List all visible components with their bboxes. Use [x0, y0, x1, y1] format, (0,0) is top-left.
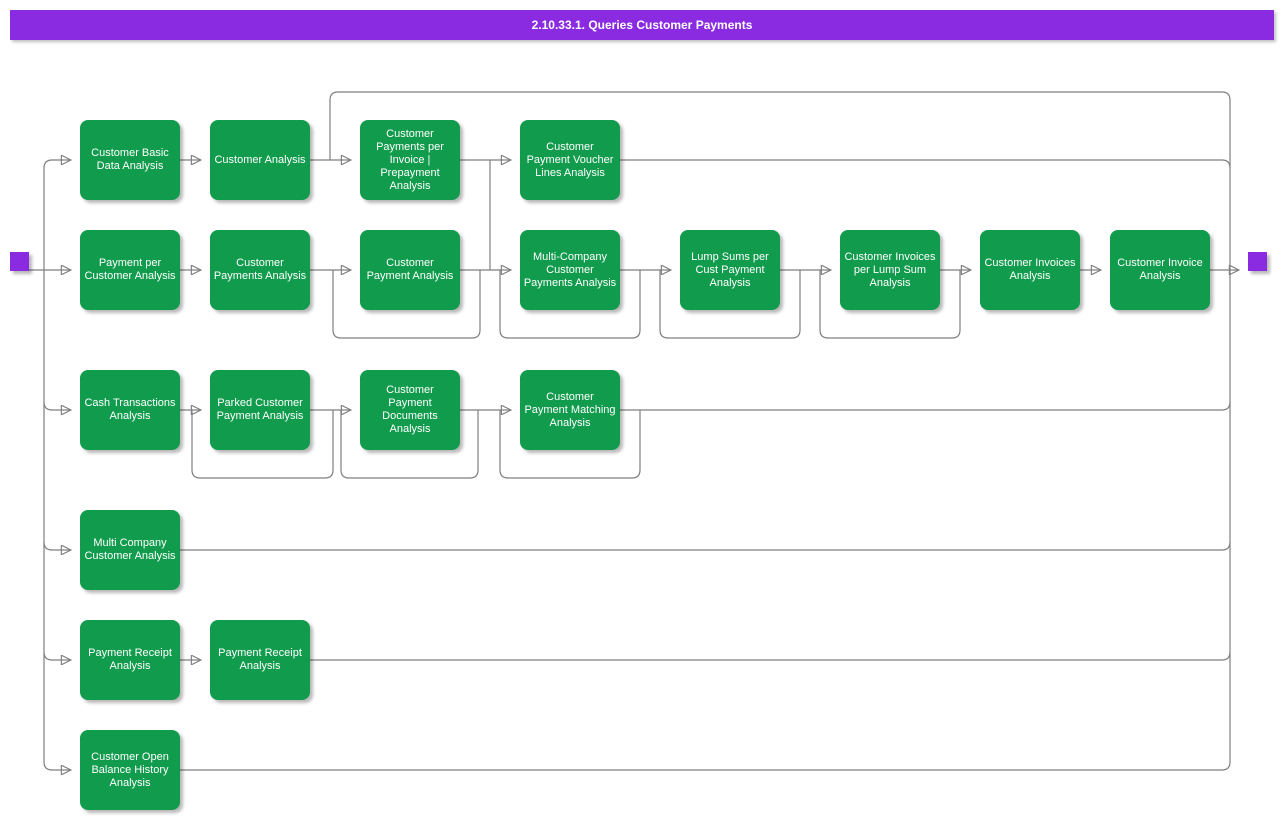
diagram-title: 2.10.33.1. Queries Customer Payments — [531, 18, 753, 32]
node-customer-basic-data-analysis[interactable]: Customer Basic Data Analysis — [80, 120, 180, 200]
row5-output — [310, 651, 1231, 661]
branch-row6 — [43, 761, 70, 770]
branch-row4 — [43, 541, 70, 550]
node-customer-payment-voucher-lines-analysis[interactable]: Customer Payment Voucher Lines Analysis — [520, 120, 620, 200]
node-customer-payment-matching-analysis[interactable]: Customer Payment Matching Analysis — [520, 370, 620, 450]
bypass-loop — [499, 410, 641, 479]
bypass-loop — [819, 270, 961, 339]
node-customer-invoices-per-lump-sum-analysis[interactable]: Customer Invoices per Lump Sum Analysis — [840, 230, 940, 310]
row1-output — [620, 159, 1231, 169]
node-parked-customer-payment-analysis[interactable]: Parked Customer Payment Analysis — [210, 370, 310, 450]
node-customer-payments-per-invoice-prepayment-analysis[interactable]: Customer Payments per Invoice | Prepayme… — [360, 120, 460, 200]
node-customer-invoice-analysis[interactable]: Customer Invoice Analysis — [1110, 230, 1210, 310]
bypass-loop — [659, 270, 801, 339]
node-lump-sums-per-cust-payment-analysis[interactable]: Lump Sums per Cust Payment Analysis — [680, 230, 780, 310]
branch-row3 — [43, 401, 70, 410]
node-payment-receipt-analysis[interactable]: Payment Receipt Analysis — [80, 620, 180, 700]
bypass-loop — [340, 410, 479, 479]
node-customer-invoices-analysis[interactable]: Customer Invoices Analysis — [980, 230, 1080, 310]
bypass-loop — [499, 270, 641, 339]
node-customer-open-balance-history-analysis[interactable]: Customer Open Balance History Analysis — [80, 730, 180, 810]
top-bypass — [329, 91, 1231, 160]
branch-row5 — [43, 651, 70, 660]
node-payment-receipt-analysis[interactable]: Payment Receipt Analysis — [210, 620, 310, 700]
node-customer-payments-analysis[interactable]: Customer Payments Analysis — [210, 230, 310, 310]
node-multi-company-customer-payments-analysis[interactable]: Multi-Company Customer Payments Analysis — [520, 230, 620, 310]
bypass-loop — [191, 410, 334, 479]
row3-output — [620, 401, 1231, 411]
end-milestone — [1248, 252, 1267, 271]
connectors — [29, 91, 1238, 771]
branch-row1 — [43, 160, 70, 169]
diagram-title-bar: 2.10.33.1. Queries Customer Payments — [10, 10, 1274, 40]
node-customer-payment-documents-analysis[interactable]: Customer Payment Documents Analysis — [360, 370, 460, 450]
row4-output — [180, 541, 1231, 551]
node-cash-transactions-analysis[interactable]: Cash Transactions Analysis — [80, 370, 180, 450]
node-payment-per-customer-analysis[interactable]: Payment per Customer Analysis — [80, 230, 180, 310]
row6-output — [180, 761, 1231, 771]
node-customer-analysis[interactable]: Customer Analysis — [210, 120, 310, 200]
bypass-loop — [332, 270, 481, 339]
start-milestone — [10, 252, 29, 271]
node-customer-payment-analysis[interactable]: Customer Payment Analysis — [360, 230, 460, 310]
node-multi-company-customer-analysis[interactable]: Multi Company Customer Analysis — [80, 510, 180, 590]
